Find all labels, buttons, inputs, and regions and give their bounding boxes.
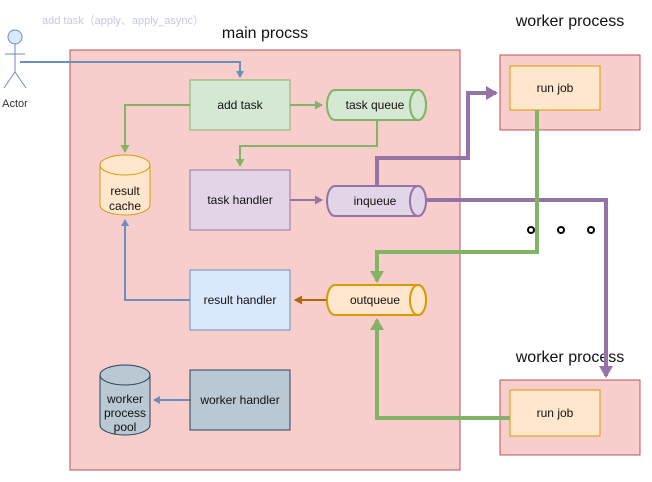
worker-pool-label-line-3: pool xyxy=(114,420,137,434)
inqueue-to-worker-1-arrow xyxy=(375,86,498,186)
worker-handler-box[interactable] xyxy=(189,369,291,431)
task-queue-cylinder[interactable] xyxy=(326,89,427,121)
run-job-label-2: run job xyxy=(537,406,574,420)
actor-label: Actor xyxy=(2,98,28,110)
worker-pool-label-line-1: worker xyxy=(106,392,143,406)
add-task-to-result-cache-arrow xyxy=(120,104,190,153)
result-handler-box[interactable] xyxy=(189,269,291,331)
inqueue-label: inqueue xyxy=(354,194,397,208)
run-job-label-1: run job xyxy=(537,81,574,95)
task-queue-to-task-handler-arrow xyxy=(235,120,378,167)
inqueue-cylinder[interactable] xyxy=(326,185,427,217)
task-handler-label: task handler xyxy=(207,193,272,207)
result-cache-label-line-2: cache xyxy=(109,199,141,213)
worker-process-title-1: worker process xyxy=(515,13,624,30)
worker-pool-cylinder[interactable] xyxy=(99,364,151,436)
outqueue-cylinder[interactable] xyxy=(326,284,427,316)
task-queue-label: task queue xyxy=(346,98,405,112)
outqueue-label: outqueue xyxy=(350,293,400,307)
worker-process-title-2: worker process xyxy=(515,349,624,366)
result-cache-cylinder[interactable] xyxy=(99,154,151,216)
inqueue-to-worker-2-arrow xyxy=(425,198,613,378)
result-cache-label-line-1: result xyxy=(110,184,140,198)
run-job-box-2[interactable] xyxy=(509,389,601,437)
result-handler-label: result handler xyxy=(204,293,277,307)
ellipsis-dots xyxy=(527,226,595,234)
worker-2-to-outqueue-arrow xyxy=(370,318,510,420)
actor-to-add-task-arrow xyxy=(20,61,244,78)
add-task-label: add task xyxy=(217,98,263,112)
actor-icon xyxy=(3,29,27,89)
main-process-title: main procss xyxy=(222,25,308,42)
run-job-box-1[interactable] xyxy=(509,65,601,111)
worker-1-to-outqueue-arrow xyxy=(370,110,539,283)
annotation-text: add task（apply、apply_async） xyxy=(42,14,204,27)
worker-pool-label-line-2: process xyxy=(104,406,146,420)
add-task-box[interactable] xyxy=(189,79,291,131)
worker-handler-label: worker handler xyxy=(199,393,279,407)
result-handler-to-result-cache-arrow xyxy=(121,219,190,301)
task-handler-box[interactable] xyxy=(189,169,291,231)
